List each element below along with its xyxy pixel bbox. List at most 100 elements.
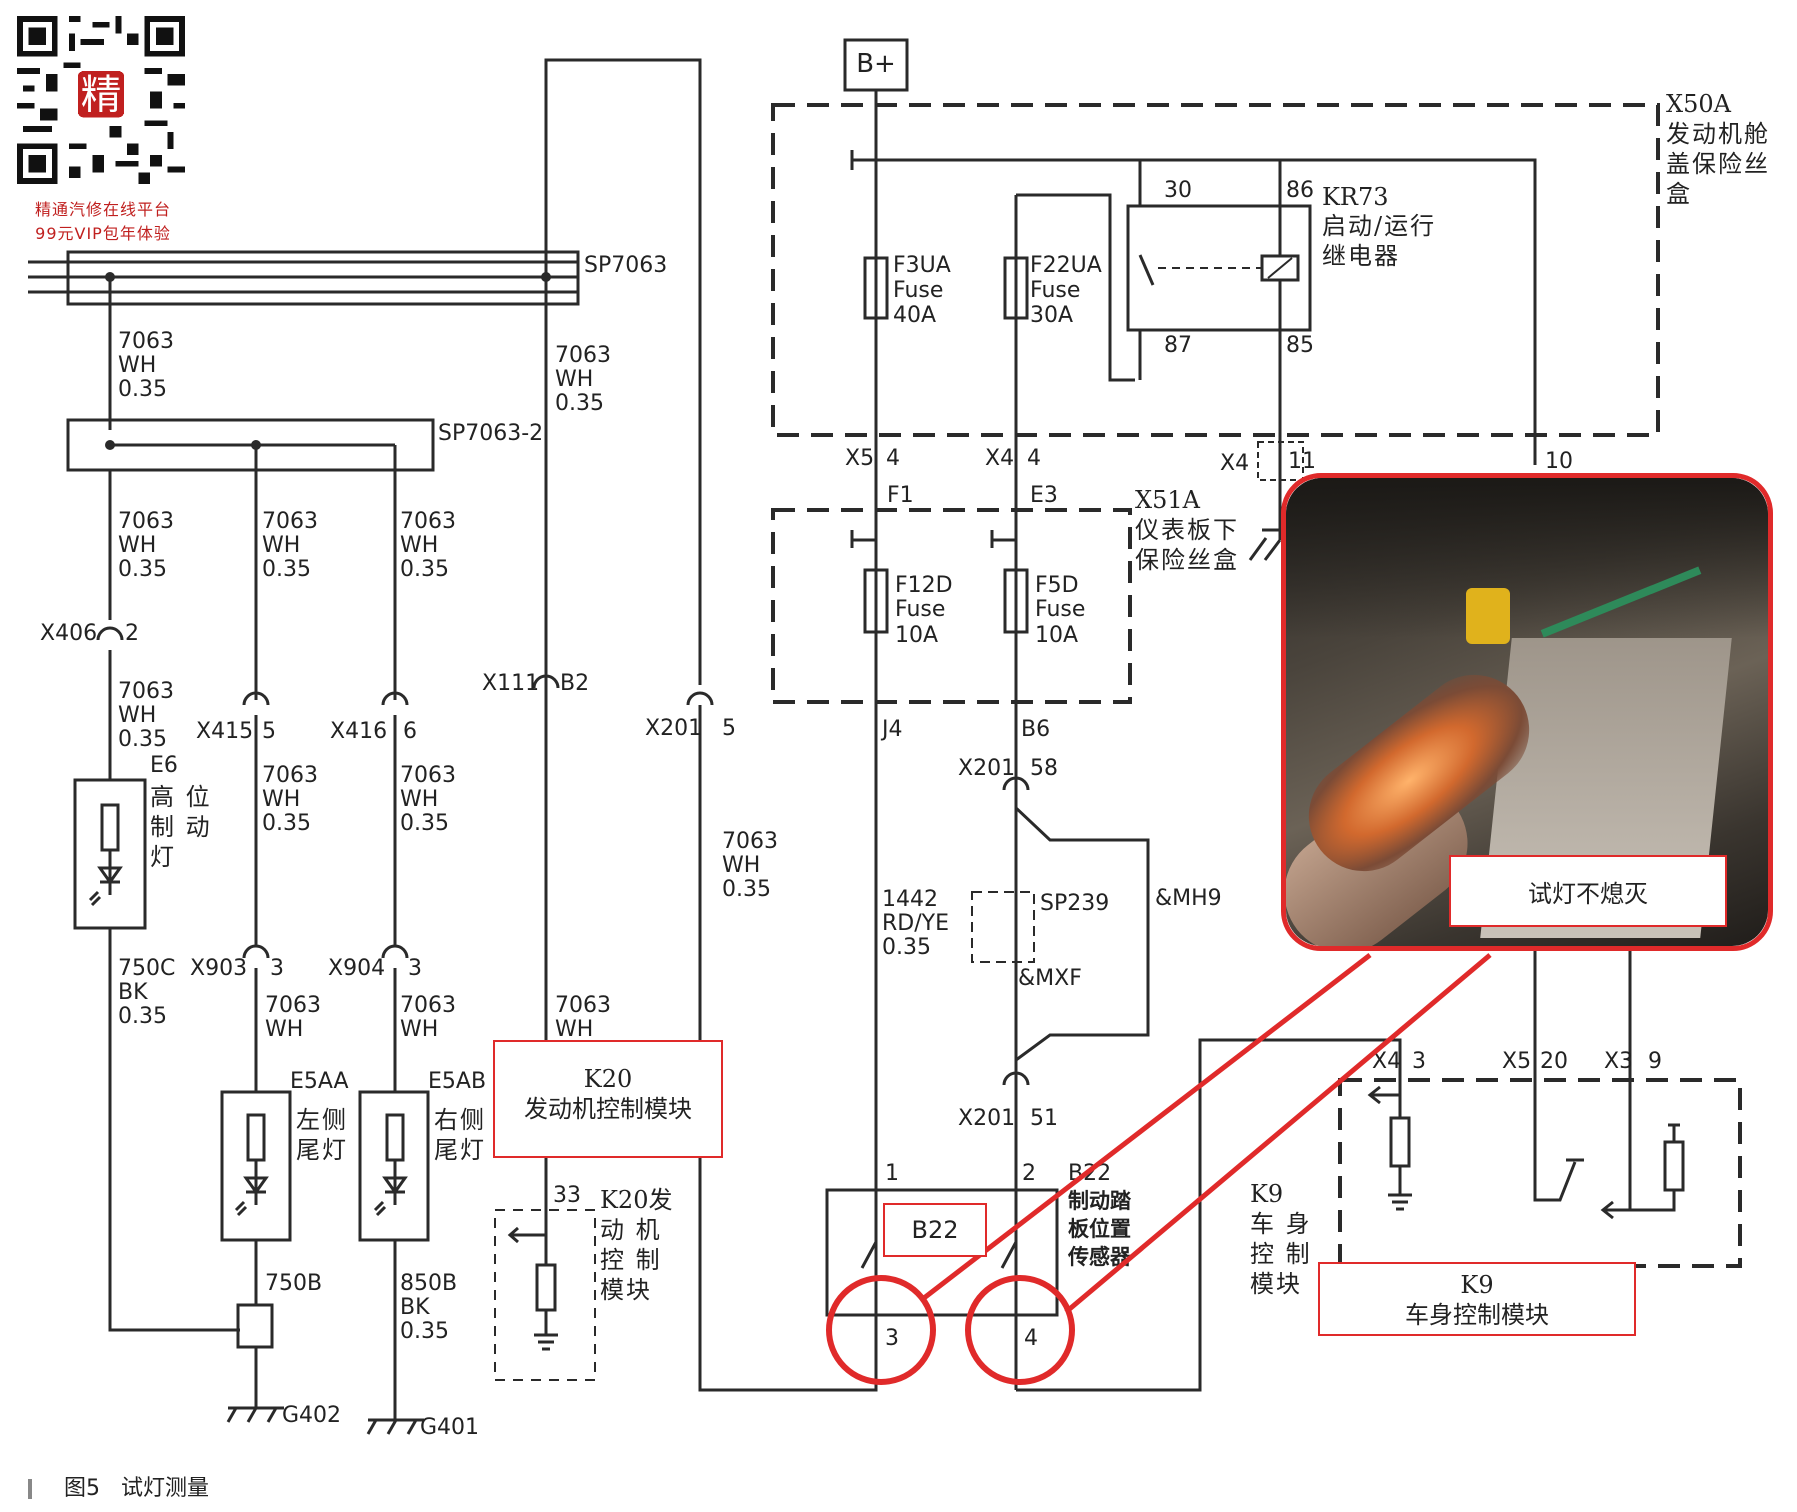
conn-b6: B6 bbox=[1021, 717, 1050, 742]
pointer-line-2 bbox=[1064, 953, 1492, 1314]
k20-ground-icon bbox=[534, 1310, 558, 1351]
figure-number: 图5 bbox=[64, 1476, 100, 1501]
b22-pin-3: 3 bbox=[885, 1326, 899, 1351]
splice-sp239 bbox=[971, 891, 1035, 963]
k20-input bbox=[507, 1158, 548, 1265]
sp239-bypass-loop bbox=[1014, 806, 1150, 1062]
b22-switch-2 bbox=[1000, 1190, 1018, 1269]
wire-7063-f-color: WH bbox=[400, 533, 438, 558]
k9-pullup bbox=[1668, 1123, 1680, 1142]
pointer-line-1 bbox=[922, 953, 1372, 1300]
sp2-junction-1 bbox=[105, 440, 115, 450]
conn-x201-58: X201 bbox=[958, 756, 1015, 781]
k9-side-4: 模块 bbox=[1250, 1270, 1302, 1298]
relay-pin-85: 85 bbox=[1286, 333, 1314, 358]
g402-ground-icon bbox=[226, 1406, 284, 1423]
bus-junction-1 bbox=[105, 272, 115, 282]
lamp-e6-resistor bbox=[100, 803, 120, 852]
conn-x111-symbol bbox=[532, 674, 560, 689]
k9-conn-x3-pin: 9 bbox=[1648, 1049, 1662, 1074]
conn-x201-58-symbol bbox=[1002, 776, 1030, 791]
wire-7063-e-color: WH bbox=[262, 533, 300, 558]
fuse-f22ua-id: F22UA bbox=[1030, 253, 1102, 278]
fuse-f5d bbox=[1003, 568, 1029, 634]
conn-x4b-box bbox=[1257, 441, 1304, 481]
wire-7063-f-circuit: 7063 bbox=[400, 509, 456, 534]
k9-ground-icon bbox=[1388, 1166, 1412, 1211]
k9-conn-x5: X5 bbox=[1502, 1049, 1531, 1074]
relay-coil-mark bbox=[1267, 257, 1293, 279]
b22-callout: B22 bbox=[883, 1203, 987, 1257]
k9-callout-name: 车身控制模块 bbox=[1405, 1301, 1549, 1329]
k20-side-1: K20发 bbox=[600, 1186, 672, 1214]
sp239-label: SP239 bbox=[1040, 891, 1109, 916]
conn-pin-5: 5 bbox=[722, 716, 736, 741]
relay-contact bbox=[1138, 254, 1155, 286]
wire-7063-a-gauge: 0.35 bbox=[118, 377, 167, 402]
wire-7063-g-gauge: 0.35 bbox=[118, 727, 167, 752]
sp7063-label: SP7063 bbox=[584, 253, 667, 278]
conn-x5-pin: 4 bbox=[886, 446, 900, 471]
conn-x5: X5 bbox=[845, 446, 874, 471]
sp7063-2-label: SP7063-2 bbox=[438, 421, 543, 446]
wire-7063-b-gauge: 0.35 bbox=[555, 391, 604, 416]
conn-x406-pin: 2 bbox=[125, 621, 139, 646]
wire-750c-gauge: 0.35 bbox=[118, 1004, 167, 1029]
x51a-line1: 仪表板下 bbox=[1135, 516, 1239, 544]
x50a-line1: 发动机舱 bbox=[1666, 120, 1770, 148]
conn-pin-58: 58 bbox=[1030, 756, 1058, 781]
x50a-line3: 盒 bbox=[1666, 180, 1692, 208]
x50a-id: X50A bbox=[1666, 90, 1732, 118]
wire-7063-g-circuit: 7063 bbox=[118, 679, 174, 704]
k9-side-1: K9 bbox=[1250, 1180, 1283, 1208]
k20-resistor bbox=[535, 1263, 557, 1312]
photo-note: 试灯不熄灭 bbox=[1449, 855, 1727, 927]
conn-x4b-pin: 11 bbox=[1288, 449, 1316, 474]
wire-1442-color: RD/YE bbox=[882, 911, 949, 936]
conn-x416-symbol bbox=[381, 691, 409, 706]
k20-callout-name: 发动机控制模块 bbox=[524, 1095, 692, 1123]
k9-resistor-1 bbox=[1389, 1116, 1411, 1168]
wire-7063-b-circuit: 7063 bbox=[555, 343, 611, 368]
wire-850b-circuit: 850B bbox=[400, 1271, 457, 1296]
wire-7063-e-gauge: 0.35 bbox=[262, 557, 311, 582]
e6-ground-wire bbox=[108, 928, 240, 1332]
ground-splice-box bbox=[236, 1303, 274, 1349]
conn-x903-pin: 3 bbox=[270, 956, 284, 981]
k20-pin-33: 33 bbox=[553, 1183, 581, 1208]
f22ua-top-wire bbox=[1016, 193, 1135, 382]
wire-7063-c-circuit: 7063 bbox=[722, 829, 778, 854]
conn-x111: X111 bbox=[482, 671, 539, 696]
conn-x201-5-symbol bbox=[686, 691, 714, 706]
k9-switch-x5 bbox=[1533, 945, 1584, 1202]
wire-7063-i-color: WH bbox=[400, 787, 438, 812]
g402-label: G402 bbox=[282, 1403, 341, 1428]
highlight-b22-pin-4 bbox=[965, 1275, 1075, 1385]
relay-pin-30: 30 bbox=[1164, 178, 1192, 203]
wire-7063-b-color: WH bbox=[555, 367, 593, 392]
wire-7063-h-color: WH bbox=[262, 787, 300, 812]
figure-title: 试灯测量 bbox=[120, 1476, 209, 1501]
b22-pin-4: 4 bbox=[1024, 1326, 1038, 1351]
fuse-f22ua-type: Fuse bbox=[1030, 278, 1080, 303]
bus-tap-f5d bbox=[990, 530, 1016, 548]
e5aa-line2: 尾灯 bbox=[296, 1136, 348, 1164]
wire-7063-a-circuit: 7063 bbox=[118, 329, 174, 354]
e5ab-id: E5AB bbox=[428, 1069, 486, 1094]
fuse-f5d-type: Fuse bbox=[1035, 597, 1085, 622]
g401-ground-icon bbox=[366, 1418, 424, 1435]
k9-side-3: 控 制 bbox=[1250, 1240, 1312, 1268]
watermark-line-1: 精通汽修在线平台 bbox=[34, 200, 171, 219]
wire-850b-gauge: 0.35 bbox=[400, 1319, 449, 1344]
k9-side-2: 车 身 bbox=[1250, 1210, 1312, 1238]
e5aa-line1: 左侧 bbox=[296, 1106, 348, 1134]
wire-7063-h-circuit: 7063 bbox=[262, 763, 318, 788]
k20-side-4: 模块 bbox=[600, 1276, 652, 1304]
k9-callout-label: K9 bbox=[1460, 1271, 1494, 1299]
fuse-f12d-type: Fuse bbox=[895, 597, 945, 622]
bus-junction-2 bbox=[541, 272, 551, 282]
x51a-id: X51A bbox=[1135, 486, 1201, 514]
qr-center-char: 精 bbox=[81, 71, 122, 119]
lamp-e5aa-resistor bbox=[246, 1113, 266, 1162]
